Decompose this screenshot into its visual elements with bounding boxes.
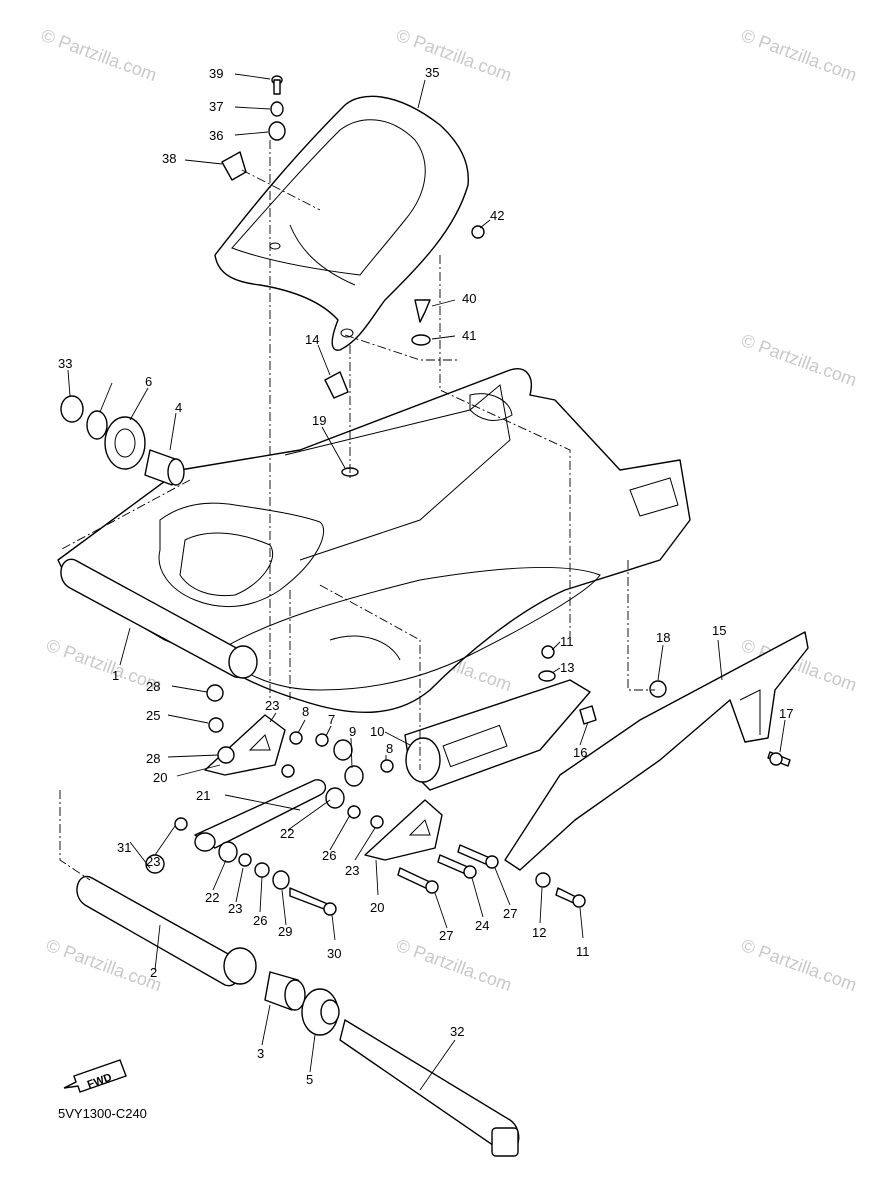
watermark: © Partzilla.com (739, 935, 860, 995)
callout: 11 (576, 944, 590, 959)
callout: 16 (573, 745, 587, 760)
callout: 42 (490, 208, 504, 223)
watermark: © Partzilla.com (39, 25, 160, 85)
callout: 5 (306, 1072, 313, 1087)
callout: 36 (209, 128, 223, 143)
callout: 22 (205, 890, 219, 905)
callout: 9 (349, 724, 356, 739)
callout: 27 (439, 928, 453, 943)
chain-guard-part (504, 631, 809, 871)
callout: 24 (475, 918, 489, 933)
callout: 3 (257, 1046, 264, 1061)
callout: 30 (327, 946, 341, 961)
callout: 6 (145, 374, 152, 389)
callout: 13 (560, 660, 574, 675)
callout: 22 (280, 826, 294, 841)
watermark: © Partzilla.com (739, 25, 860, 85)
callout: 20 (370, 900, 384, 915)
pivot-bearing-parts (60, 395, 185, 486)
callout: 20 (153, 770, 167, 785)
callout-labels: 39 37 36 38 35 42 40 41 14 19 33 6 4 1 2… (58, 65, 793, 1087)
callout: 37 (209, 99, 223, 114)
callout: 28 (146, 751, 160, 766)
callout: 23 (228, 901, 242, 916)
callout: 8 (386, 741, 393, 756)
callout: 40 (462, 291, 476, 306)
callout: 28 (146, 679, 160, 694)
callout: 26 (253, 913, 267, 928)
callout: 26 (322, 848, 336, 863)
watermark: © Partzilla.com (739, 330, 860, 390)
callout: 32 (450, 1024, 464, 1039)
callout: 23 (345, 863, 359, 878)
seat-cowl-part (214, 95, 469, 351)
callout: 17 (779, 706, 793, 721)
callout: 19 (312, 413, 326, 428)
callout: 23 (265, 698, 279, 713)
callout: 39 (209, 66, 223, 81)
callout: 21 (196, 788, 210, 803)
pivot-shaft-part (76, 875, 257, 987)
callout: 41 (462, 328, 476, 343)
leader-lines (67, 73, 786, 1091)
callout: 7 (328, 712, 335, 727)
callout: 31 (117, 840, 131, 855)
callout: 8 (302, 704, 309, 719)
watermark: © Partzilla.com (44, 935, 165, 995)
callout: 29 (278, 924, 292, 939)
callout: 4 (175, 400, 182, 415)
forward-arrow-icon: FWD (63, 1059, 127, 1093)
callout: 14 (305, 332, 319, 347)
callout: 27 (503, 906, 517, 921)
alignment-lines (59, 140, 655, 881)
hardware-parts (145, 75, 791, 916)
callout: 12 (532, 925, 546, 940)
callout: 25 (146, 708, 160, 723)
watermark: © Partzilla.com (394, 935, 515, 995)
swingarm-part (57, 368, 691, 791)
callout: 35 (425, 65, 439, 80)
callout: 18 (656, 630, 670, 645)
callout: 1 (112, 668, 119, 683)
diagram-code: 5VY1300-C240 (58, 1106, 147, 1121)
axle-parts (264, 971, 520, 1157)
callout: 38 (162, 151, 176, 166)
callout: 10 (370, 724, 384, 739)
callout: 2 (150, 965, 157, 980)
callout: 33 (58, 356, 72, 371)
callout: 11 (560, 634, 574, 649)
watermark: © Partzilla.com (394, 25, 515, 85)
callout: 15 (712, 623, 726, 638)
callout: 23 (146, 854, 160, 869)
